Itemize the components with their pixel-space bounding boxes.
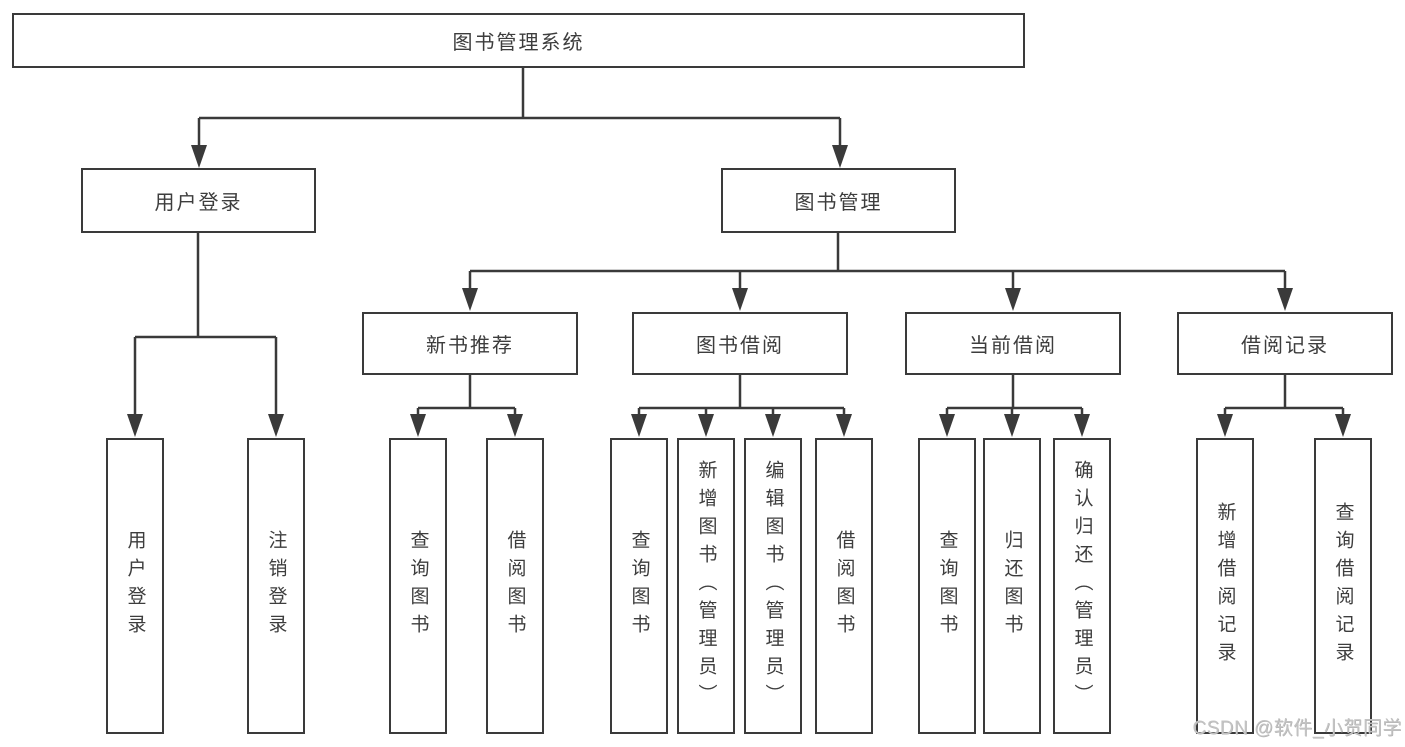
arrowhead-borrow-leaf-1 [631,414,647,437]
arrowhead-borrow-leaf-3 [765,414,781,437]
leaf-borrow-books-label: 借阅图书 [833,530,855,642]
node-current-borrow-label: 当前借阅 [969,335,1057,357]
arrowhead-borrow-leaf-4 [836,414,852,437]
arrowhead-user-login [191,145,207,168]
leaf-confirm-return-admin: 确认归还（管理员） [1053,438,1111,734]
arrowhead-book-management [832,145,848,168]
leaf-edit-books-admin-label: 编辑图书（管理员） [762,460,784,712]
leaf-borrow-query-books: 查询图书 [610,438,668,734]
node-book-management: 图书管理 [721,168,956,233]
connector-borrow-records-branch [1223,375,1345,416]
arrowhead-login-leaf-1 [127,414,143,437]
arrowhead-current-borrow [1005,288,1021,311]
leaf-user-login: 用户登录 [106,438,164,734]
leaf-return-books: 归还图书 [983,438,1041,734]
node-book-borrow: 图书借阅 [632,312,848,375]
arrowhead-recommend-leaf-2 [507,414,523,437]
node-current-borrow: 当前借阅 [905,312,1121,375]
arrowhead-current-leaf-2 [1004,414,1020,437]
arrowhead-records-leaf-1 [1217,414,1233,437]
leaf-return-books-label: 归还图书 [1001,530,1023,642]
node-user-login-label: 用户登录 [154,192,243,214]
leaf-add-books-admin: 新增图书（管理员） [677,438,735,734]
leaf-add-books-admin-label: 新增图书（管理员） [695,460,717,712]
leaf-query-borrow-record-label: 查询借阅记录 [1332,502,1354,670]
leaf-borrow-books: 借阅图书 [815,438,873,734]
arrowhead-current-leaf-3 [1074,414,1090,437]
leaf-borrow-query-books-label: 查询图书 [628,530,650,642]
leaf-confirm-return-admin-label: 确认归还（管理员） [1071,460,1093,712]
leaf-logout: 注销登录 [247,438,305,734]
node-user-login: 用户登录 [81,168,316,233]
node-root-label: 图书管理系统 [452,32,585,54]
leaf-edit-books-admin: 编辑图书（管理员） [744,438,802,734]
leaf-recommend-borrow-books: 借阅图书 [486,438,544,734]
connector-current-borrow-branch [945,375,1084,416]
arrowhead-current-leaf-1 [939,414,955,437]
node-borrow-records: 借阅记录 [1177,312,1393,375]
arrowhead-login-leaf-2 [268,414,284,437]
arrowhead-recommend-leaf-1 [410,414,426,437]
connector-root-to-level2 [197,68,842,150]
csdn-watermark: CSDN @软件_小贺同学 [1192,718,1402,739]
leaf-current-query-books: 查询图书 [918,438,976,734]
node-new-book-recommend-label: 新书推荐 [426,335,514,357]
connector-user-login-branch [133,233,278,416]
connector-book-borrow-branch [637,375,846,416]
node-borrow-records-label: 借阅记录 [1241,335,1329,357]
connector-new-book-branch [416,375,517,416]
arrowhead-records-leaf-2 [1335,414,1351,437]
node-book-management-label: 图书管理 [794,192,883,214]
arrowhead-borrow-leaf-2 [698,414,714,437]
leaf-query-borrow-record: 查询借阅记录 [1314,438,1372,734]
node-book-borrow-label: 图书借阅 [696,335,784,357]
arrowhead-new-book [462,288,478,311]
leaf-add-borrow-record: 新增借阅记录 [1196,438,1254,734]
connector-book-management-branch [468,233,1287,292]
node-root-library-management-system: 图书管理系统 [12,13,1025,68]
leaf-recommend-query-books-label: 查询图书 [407,530,429,642]
leaf-user-login-label: 用户登录 [124,530,146,642]
arrowhead-book-borrow [732,288,748,311]
leaf-recommend-query-books: 查询图书 [389,438,447,734]
leaf-current-query-books-label: 查询图书 [936,530,958,642]
leaf-add-borrow-record-label: 新增借阅记录 [1214,502,1236,670]
node-new-book-recommend: 新书推荐 [362,312,578,375]
arrowhead-borrow-records [1277,288,1293,311]
leaf-recommend-borrow-books-label: 借阅图书 [504,530,526,642]
leaf-logout-label: 注销登录 [265,530,287,642]
